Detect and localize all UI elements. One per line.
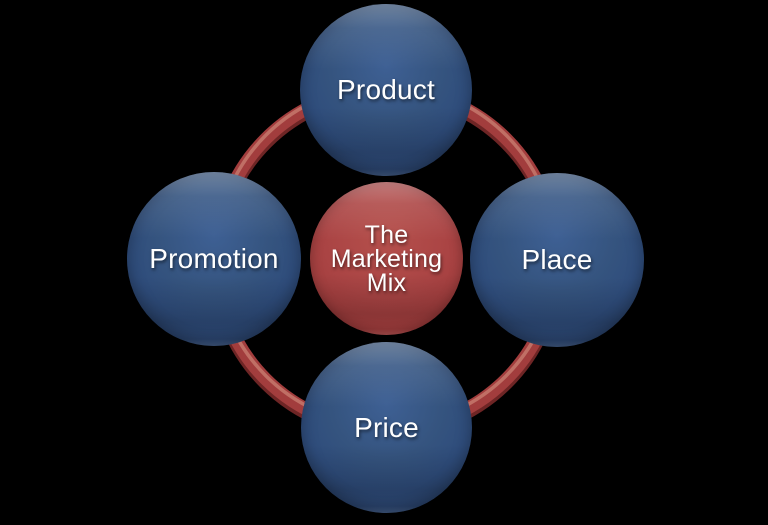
node-product: Product bbox=[300, 4, 472, 176]
node-product-label: Product bbox=[337, 74, 435, 105]
node-center-label: The Marketing Mix bbox=[330, 220, 443, 297]
node-promotion: Promotion bbox=[127, 172, 301, 346]
node-promotion-label: Promotion bbox=[149, 243, 279, 274]
node-price-label: Price bbox=[354, 411, 419, 443]
node-center-marketing-mix: The Marketing Mix bbox=[310, 182, 463, 335]
node-place-label: Place bbox=[521, 244, 593, 275]
node-place: Place bbox=[470, 173, 644, 347]
node-price: Price bbox=[301, 342, 472, 513]
